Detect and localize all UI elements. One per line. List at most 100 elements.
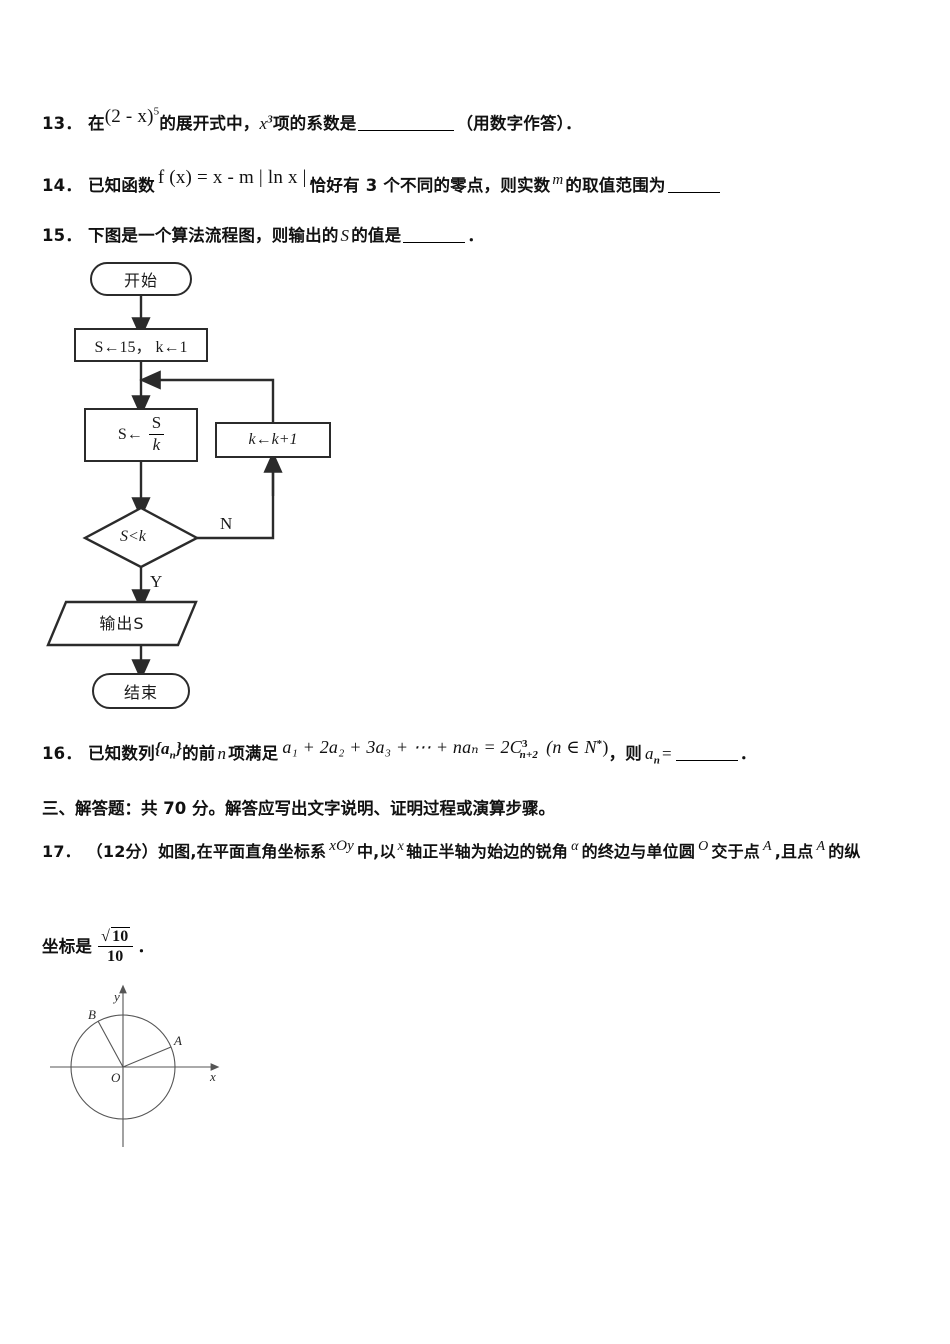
- question-13-binomial-exponent: 5: [153, 105, 160, 118]
- question-13-after: 项的系数是: [272, 114, 357, 133]
- point-b-label: B: [88, 1007, 96, 1022]
- flowchart-init-label: S←15， k←1: [94, 339, 188, 356]
- question-16-mid-a: 的前: [182, 744, 216, 763]
- question-15-text-a: 下图是一个算法流程图，则输出的: [88, 226, 339, 245]
- question-13-binomial-base: (2 - x): [104, 106, 154, 127]
- question-17-text-f: ,且点: [774, 842, 814, 861]
- question-14-answer-blank[interactable]: [667, 192, 720, 193]
- section-heading: 三、解答题：共 70 分。解答应写出文字说明、证明过程或演算步骤。: [42, 799, 555, 818]
- question-17-line2-tail: ．: [137, 936, 155, 956]
- question-14-prefix: 已知函数: [88, 176, 155, 195]
- question-17-line2: 坐标是 √10 10 ．: [42, 927, 155, 967]
- question-13-term-exponent: 3: [267, 113, 273, 126]
- unit-circle: [70, 1014, 176, 1120]
- question-17-point-a2: A: [816, 839, 826, 854]
- flowchart-branch-no: N: [220, 514, 233, 533]
- origin-label: O: [111, 1070, 121, 1085]
- question-15-number: 15．: [42, 226, 83, 245]
- question-17-angle: α: [571, 839, 579, 854]
- question-16-formula: a₁ + 2a₂ + 3a₃ + ⋯ + naₙ = 2C: [282, 737, 522, 757]
- question-14-number: 14．: [42, 176, 83, 195]
- ray-ob: [97, 1020, 124, 1068]
- question-13-binomial: (2 - x)5: [105, 106, 160, 127]
- question-13-tail: （用数字作答）．: [456, 114, 582, 133]
- question-17-number: 17．: [42, 842, 81, 861]
- flowchart-assign-denominator: k: [152, 434, 161, 454]
- question-13-answer-blank[interactable]: [358, 130, 455, 131]
- x-axis-label: x: [210, 1069, 216, 1084]
- flowchart-node-end: 结束: [92, 673, 190, 709]
- question-16-sequence: {an}: [154, 739, 182, 762]
- question-16-prefix: 已知数列: [88, 744, 155, 763]
- flowchart-decision-label: S<k: [120, 528, 146, 545]
- flowchart-assign-numerator: S: [148, 413, 165, 435]
- flowchart-node-init: S←15， k←1: [74, 328, 208, 362]
- question-17-fraction: √10 10: [98, 927, 133, 966]
- question-17-circle: O: [698, 839, 709, 854]
- flowchart-start-label: 开始: [123, 271, 158, 290]
- flowchart-assign-label: S←: [117, 426, 143, 443]
- point-a-label: A: [174, 1033, 182, 1048]
- question-17-text-d: 的终边与单位圆: [581, 842, 696, 861]
- question-17-point-a: A: [762, 839, 772, 854]
- flowchart-end-label: 结束: [123, 683, 158, 702]
- question-17-axis: x: [397, 839, 405, 854]
- flowchart-node-start: 开始: [90, 262, 192, 296]
- question-13-prefix: 在: [88, 114, 105, 133]
- flowchart-node-increment: k←k+1: [215, 422, 331, 458]
- question-17-score: （12分）: [86, 842, 158, 861]
- question-16-formula-paren-close: ): [602, 737, 609, 757]
- question-16-formula-paren: (n ∈ N: [546, 737, 597, 757]
- question-16-tail: ．: [739, 744, 757, 763]
- question-15-answer-blank[interactable]: [403, 242, 466, 243]
- question-17-coordinate-system: xOy: [329, 838, 354, 854]
- unit-circle-svg: [50, 984, 220, 1147]
- question-17-text-e: 交于点: [711, 842, 760, 861]
- question-16-sequence-open: {a: [154, 739, 170, 758]
- flowchart-node-assign: S← S k: [84, 408, 198, 462]
- flowchart-connectors: [46, 295, 283, 681]
- question-16-number: 16．: [42, 744, 83, 763]
- question-13-term: x: [259, 114, 268, 133]
- question-17-text-g: 的纵: [828, 842, 861, 861]
- question-16-formula-superscript: 3: [521, 738, 528, 750]
- y-axis-label: y: [114, 989, 120, 1004]
- question-14-variable: m: [552, 172, 564, 188]
- question-16-sequence-sub: n: [169, 749, 176, 762]
- question-16-conj: ，则: [608, 744, 642, 763]
- flowchart-assign-fraction: S k: [148, 413, 165, 454]
- question-16-result-var: a: [644, 744, 654, 763]
- question-16-formula-subscript: n+2: [519, 749, 539, 761]
- question-17-text-b: 中,以: [356, 842, 396, 861]
- question-16-equals: =: [662, 744, 672, 763]
- question-15-tail: ．: [467, 226, 485, 245]
- question-17-text-c: 轴正半轴为始边的锐角: [406, 842, 569, 861]
- question-14-tail: 的取值范围为: [565, 176, 666, 195]
- question-13: 13． 在(2 - x)5的展开式中，x3项的系数是 （用数字作答）．: [42, 106, 582, 135]
- ray-oa: [122, 1046, 172, 1068]
- question-13-mid: 的展开式中，: [159, 114, 260, 133]
- unit-circle-figure: y x O A B: [40, 975, 270, 1170]
- algorithm-flowchart: 开始 S←15， k←1 S← S k k←k+1 S<k N Y 输出S: [0, 250, 420, 730]
- flowchart-branch-yes: Y: [150, 572, 163, 591]
- question-14-mid: 恰好有 3 个不同的零点，则实数: [309, 176, 551, 195]
- question-14-formula: f (x) = x - m | ln x |: [157, 167, 307, 188]
- flowchart-output-label-wrap: 输出S: [66, 610, 178, 634]
- question-17-fraction-numerator: √10: [98, 927, 133, 948]
- question-17-line2-prefix: 坐标是: [42, 936, 93, 956]
- question-16-var-n: n: [217, 744, 227, 763]
- question-16-formula-star: *: [596, 738, 603, 750]
- question-16-result-sub: n: [653, 754, 661, 767]
- question-17-sqrt-radicand: 10: [111, 927, 130, 945]
- question-17-fraction-denominator: 10: [107, 948, 124, 966]
- question-17-text-a: 如图,在平面直角坐标系: [157, 842, 327, 861]
- flowchart-increment-label: k←k+1: [248, 431, 298, 448]
- question-13-number: 13．: [42, 114, 83, 133]
- question-16-answer-blank[interactable]: [675, 760, 738, 761]
- question-15-text-b: 的值是: [351, 226, 402, 245]
- question-15-variable: S: [340, 226, 350, 245]
